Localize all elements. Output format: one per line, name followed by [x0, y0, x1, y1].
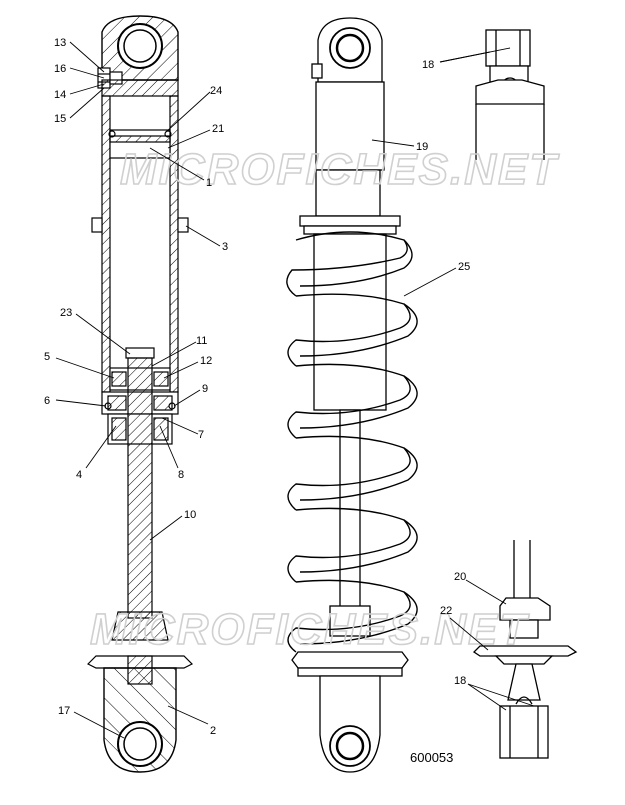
bottom-mount-detail: [472, 540, 578, 759]
callout-20: 20: [454, 571, 466, 583]
callout-17: 17: [58, 705, 70, 717]
watermark-upper: MICROFICHES.NET: [120, 145, 559, 194]
callout-labels: 13 16 14 15 24 21 1 3 23 11 5 12 9 6 7 4…: [44, 37, 470, 737]
watermark-lower: MICROFICHES.NET: [90, 605, 529, 654]
callout-7: 7: [198, 429, 204, 441]
callout-25: 25: [458, 261, 470, 273]
figure-id: 600053: [410, 750, 453, 765]
callout-12: 12: [200, 355, 212, 367]
callout-21: 21: [212, 123, 224, 135]
callout-16: 16: [54, 63, 66, 75]
spring: [286, 231, 418, 653]
shock-cross-section: [86, 15, 194, 773]
callout-6: 6: [44, 395, 50, 407]
callout-1: 1: [206, 177, 212, 189]
callout-22: 22: [440, 605, 452, 617]
callout-11: 11: [196, 335, 207, 347]
callout-19: 19: [416, 141, 428, 153]
callout-9: 9: [202, 383, 208, 395]
callout-13: 13: [54, 37, 66, 49]
callout-18-bottom: 18: [454, 675, 466, 687]
callout-3: 3: [222, 241, 228, 253]
callout-23: 23: [60, 307, 72, 319]
callout-2: 2: [210, 725, 216, 737]
callout-18-top: 18: [422, 59, 434, 71]
callout-4: 4: [76, 469, 82, 481]
leader-lines: [55, 41, 535, 739]
callout-15: 15: [54, 113, 66, 125]
callout-8: 8: [178, 469, 184, 481]
callout-14: 14: [54, 89, 66, 101]
callout-10: 10: [184, 509, 196, 521]
top-mount-detail: [475, 29, 545, 160]
callout-24: 24: [210, 85, 222, 97]
shock-assembled: [291, 17, 409, 773]
callout-5: 5: [44, 351, 50, 363]
